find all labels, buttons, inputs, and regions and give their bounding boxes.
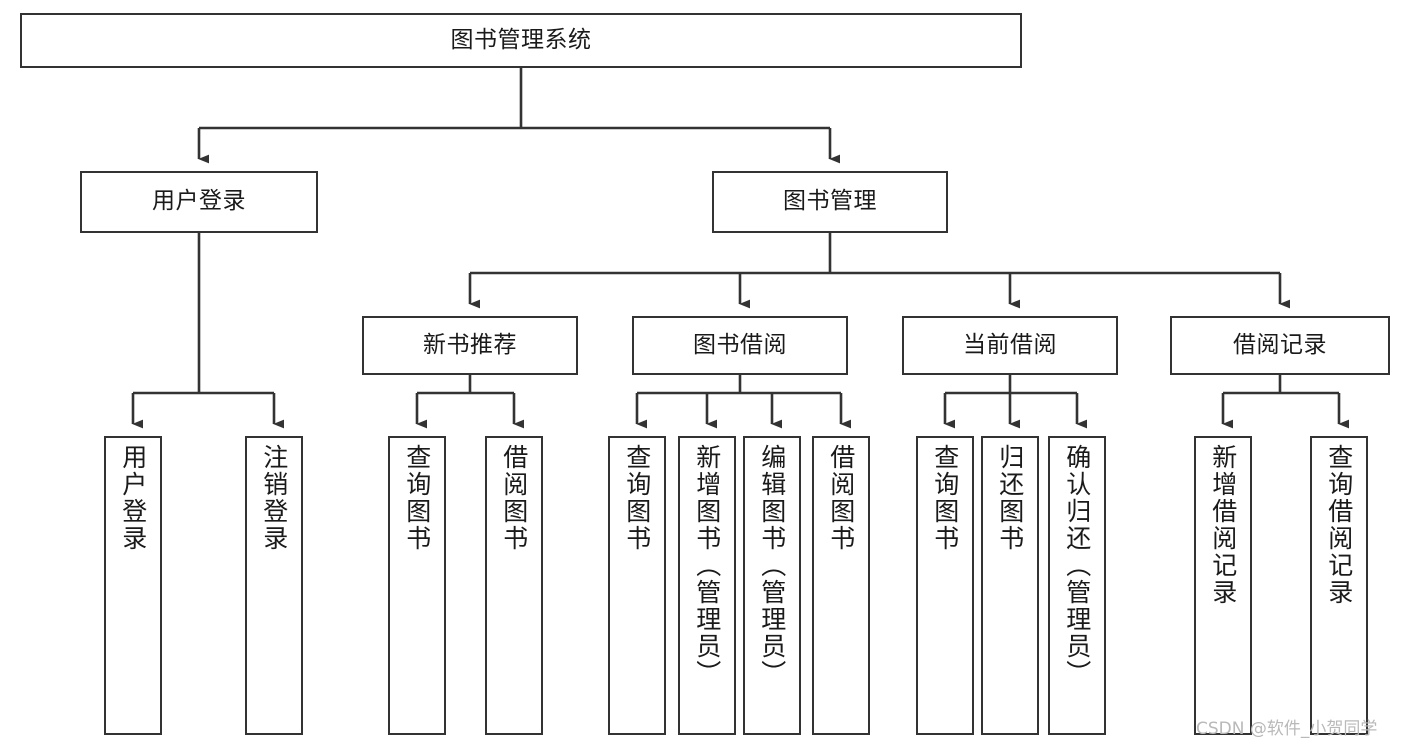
node-leaf-user-login[interactable]: 用户登录 bbox=[104, 436, 162, 735]
node-label: 编辑图书（管理员） bbox=[757, 444, 787, 687]
node-label: 图书管理 bbox=[783, 188, 877, 215]
node-leaf-logout[interactable]: 注销登录 bbox=[245, 436, 303, 735]
node-leaf-query-book-3[interactable]: 查询图书 bbox=[916, 436, 974, 735]
node-root[interactable]: 图书管理系统 bbox=[20, 13, 1022, 68]
node-label: 当前借阅 bbox=[963, 331, 1057, 358]
edge-bus-user-login bbox=[133, 233, 274, 395]
node-label: 新增图书（管理员） bbox=[692, 444, 722, 687]
edge-bus-current-borrow bbox=[945, 375, 1077, 395]
edge-bus-book-manage bbox=[470, 233, 1280, 275]
edge-bus-borrow-records bbox=[1223, 375, 1339, 395]
node-new-book-rec[interactable]: 新书推荐 bbox=[362, 316, 578, 375]
node-leaf-borrow-book-1[interactable]: 借阅图书 bbox=[485, 436, 543, 735]
node-label: 注销登录 bbox=[259, 444, 289, 552]
node-label: 查询借阅记录 bbox=[1324, 444, 1354, 606]
node-leaf-edit-book[interactable]: 编辑图书（管理员） bbox=[743, 436, 801, 735]
node-label: 新书推荐 bbox=[423, 331, 517, 358]
node-book-manage[interactable]: 图书管理 bbox=[712, 171, 948, 233]
node-leaf-add-record[interactable]: 新增借阅记录 bbox=[1194, 436, 1252, 735]
node-label: 新增借阅记录 bbox=[1208, 444, 1238, 606]
node-label: 用户登录 bbox=[152, 188, 246, 215]
node-book-borrow[interactable]: 图书借阅 bbox=[632, 316, 848, 375]
node-user-login[interactable]: 用户登录 bbox=[80, 171, 318, 233]
node-current-borrow[interactable]: 当前借阅 bbox=[902, 316, 1118, 375]
edge-bus-new-book-rec bbox=[417, 375, 514, 395]
node-label: 查询图书 bbox=[930, 444, 960, 552]
watermark-text: CSDN @软件_小贺同学 bbox=[1196, 719, 1378, 739]
node-leaf-borrow-book-2[interactable]: 借阅图书 bbox=[812, 436, 870, 735]
node-label: 查询图书 bbox=[622, 444, 652, 552]
edge-bus-root bbox=[199, 68, 830, 130]
edge-bus-book-borrow bbox=[637, 375, 841, 395]
node-leaf-return-book[interactable]: 归还图书 bbox=[981, 436, 1039, 735]
node-leaf-confirm-return[interactable]: 确认归还（管理员） bbox=[1048, 436, 1106, 735]
node-label: 图书借阅 bbox=[693, 331, 787, 358]
node-leaf-query-book-2[interactable]: 查询图书 bbox=[608, 436, 666, 735]
node-label: 确认归还（管理员） bbox=[1062, 444, 1092, 687]
node-borrow-records[interactable]: 借阅记录 bbox=[1170, 316, 1390, 375]
node-label: 借阅图书 bbox=[499, 444, 529, 552]
node-leaf-query-record[interactable]: 查询借阅记录 bbox=[1310, 436, 1368, 735]
node-label: 借阅记录 bbox=[1233, 331, 1327, 358]
node-leaf-query-book-1[interactable]: 查询图书 bbox=[388, 436, 446, 735]
node-leaf-add-book[interactable]: 新增图书（管理员） bbox=[678, 436, 736, 735]
node-label: 用户登录 bbox=[118, 444, 148, 552]
node-label: 查询图书 bbox=[402, 444, 432, 552]
node-label: 借阅图书 bbox=[826, 444, 856, 552]
node-label: 图书管理系统 bbox=[450, 26, 592, 53]
node-label: 归还图书 bbox=[995, 444, 1025, 552]
